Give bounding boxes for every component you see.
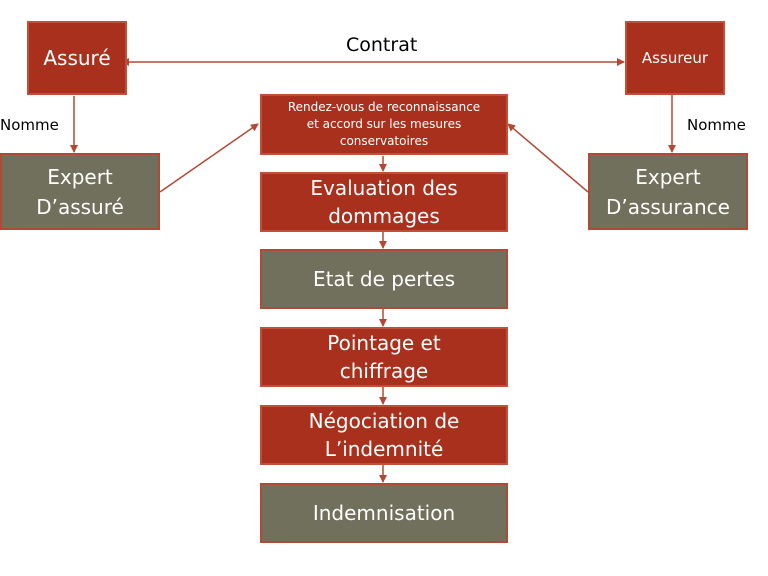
node-rendez-vous: Rendez-vous de reconnaissance et accord … [260,94,508,155]
node-etat-pertes: Etat de pertes [260,249,508,309]
expert-assure-arrow [159,123,259,193]
node-pointage: Pointage et chiffrage [260,327,508,387]
node-negociation: Négociation de L’indemnité [260,405,508,465]
edge-label-contrat: Contrat [346,34,418,56]
node-indemnisation: Indemnisation [260,483,508,543]
edge-label-nomme-left: Nomme [0,116,59,134]
node-assureur: Assureur [625,21,725,95]
node-expert-assure: Expert D’assuré [0,153,160,230]
node-expert-assurance: Expert D’assurance [588,153,748,230]
edge-label-nomme-right: Nomme [687,116,746,134]
expert-assurance-arrow [507,123,589,193]
node-evaluation: Evaluation des dommages [260,172,508,232]
node-assure: Assuré [27,21,127,95]
